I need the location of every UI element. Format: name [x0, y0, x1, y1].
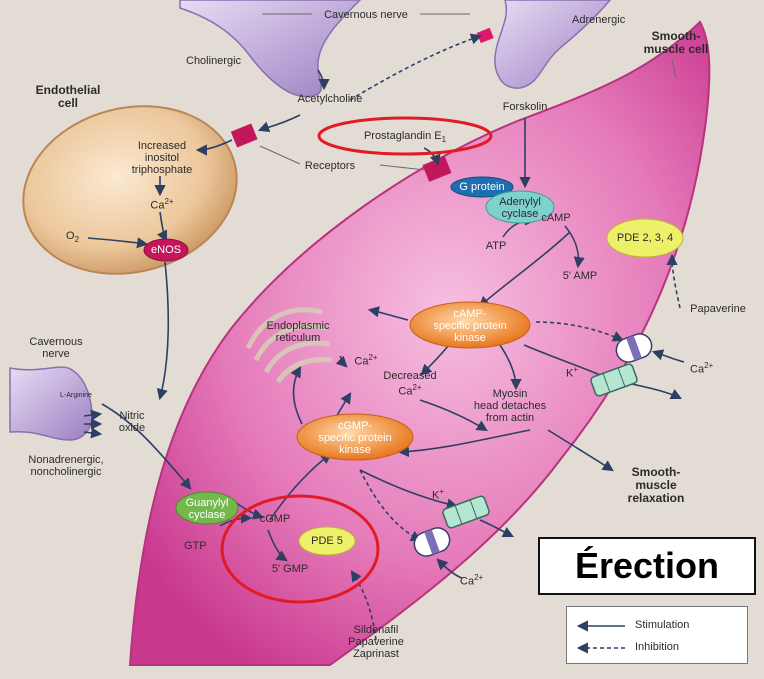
pde-5-label: PDE 5: [311, 535, 343, 547]
calcium-endothelial-label: Ca2+: [150, 196, 173, 212]
stimulation-label: Stimulation: [635, 619, 689, 631]
papaverine-right-label: Papaverine: [690, 303, 746, 315]
inhibition-label: Inhibition: [635, 641, 679, 653]
adrenergic-label: Adrenergic: [572, 14, 625, 26]
cavernous-nerve-top-label: Cavernous nerve: [324, 9, 408, 21]
potassium-upper-label: K+: [566, 364, 578, 380]
oxygen-label: O2: [66, 230, 79, 246]
smooth-muscle-cell-label: Smooth-muscle cell: [644, 30, 709, 56]
receptors-label: Receptors: [305, 160, 355, 172]
forskolin-label: Forskolin: [503, 101, 548, 113]
nanc-nerve: [10, 367, 92, 440]
amp-5-label: 5' AMP: [563, 270, 598, 282]
cholinergic-label: Cholinergic: [186, 55, 241, 67]
nanc-label: Nonadrenergic,noncholinergic: [28, 454, 103, 478]
calcium-er-label: Ca2+: [354, 352, 377, 368]
atp-label: ATP: [486, 240, 507, 252]
calcium-bottom-label: Ca2+: [460, 572, 483, 588]
l-arginine-label: L-Arginine: [60, 390, 92, 402]
legend: Stimulation Inhibition: [566, 606, 748, 664]
stimulation-arrow-icon: [573, 617, 633, 635]
erection-title-box: Érection: [538, 537, 756, 595]
potassium-lower-label: K+: [432, 486, 444, 502]
inhibition-arrow-icon: [573, 639, 633, 657]
cgmp-label: cGMP: [260, 513, 291, 525]
prostaglandin-label: Prostaglandin E1: [364, 130, 446, 146]
gmp-5-label: 5' GMP: [272, 563, 308, 575]
camp-label: cAMP: [541, 212, 570, 224]
g-protein-label: G protein: [459, 181, 504, 193]
legend-inhibition: Inhibition: [573, 639, 741, 657]
enos-label: eNOS: [151, 244, 181, 256]
legend-stimulation: Stimulation: [573, 617, 741, 635]
calcium-right-label: Ca2+: [690, 360, 713, 376]
pde-234-label: PDE 2, 3, 4: [617, 232, 673, 244]
acetylcholine-label: Acetylcholine: [298, 93, 363, 105]
gtp-label: GTP: [184, 540, 207, 552]
